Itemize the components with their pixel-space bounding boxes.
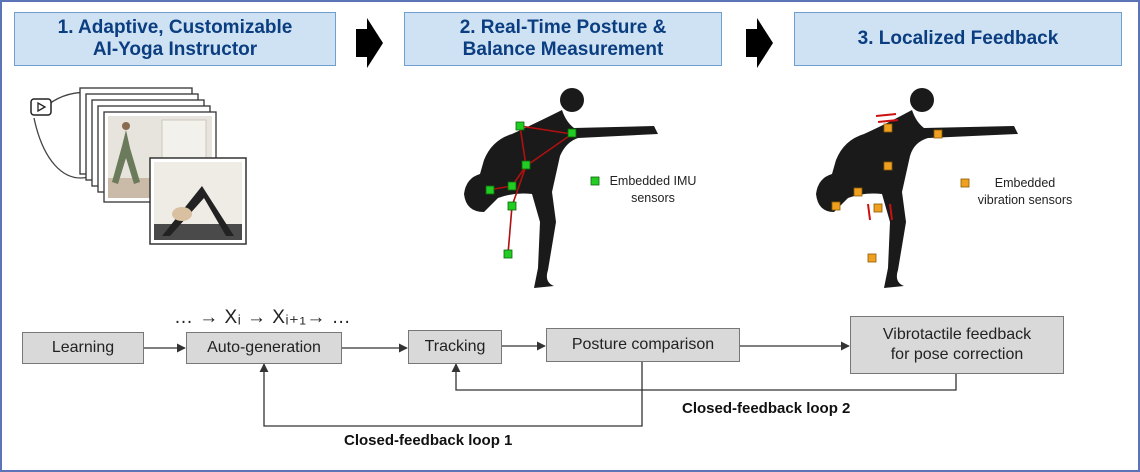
arrow-right-icon <box>746 18 773 68</box>
imu-legend-marker <box>590 176 600 186</box>
step-2-header: 2. Real-Time Posture & Balance Measureme… <box>404 12 722 66</box>
loop-1-label: Closed-feedback loop 1 <box>344 432 513 449</box>
vibration-silhouette-figure <box>816 88 1018 288</box>
vibration-legend-label: Embedded vibration sensors <box>977 176 1073 207</box>
posture-comparison-box: Posture comparison <box>546 328 740 362</box>
play-icon <box>30 98 52 116</box>
step-3-header: 3. Localized Feedback <box>794 12 1122 66</box>
learning-box: Learning <box>22 332 144 364</box>
vibrotactile-feedback-box: Vibrotactile feedback for pose correctio… <box>850 316 1064 374</box>
tracking-box: Tracking <box>408 330 502 364</box>
imu-silhouette-figure <box>464 88 658 288</box>
step-1-header: 1. Adaptive, Customizable AI-Yoga Instru… <box>14 12 336 66</box>
imu-legend-label: Embedded IMU sensors <box>609 174 697 205</box>
vibration-legend-marker <box>960 178 970 188</box>
arrow-right-icon <box>356 18 383 68</box>
sequence-label: … → Xᵢ → Xᵢ₊₁→ … <box>174 307 352 328</box>
video-stack-illustration <box>33 87 247 245</box>
loop-2-label: Closed-feedback loop 2 <box>682 400 851 417</box>
